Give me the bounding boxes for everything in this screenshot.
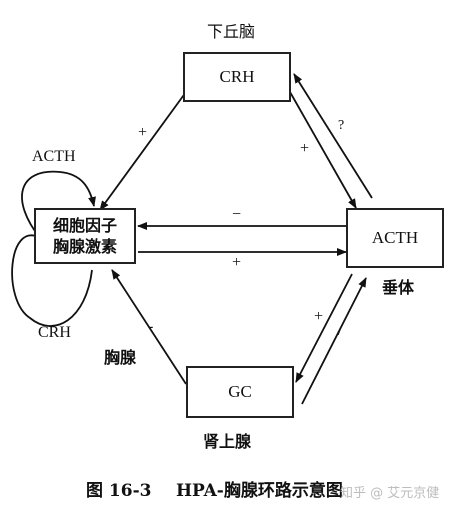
thymus-box: 细胞因子 胸腺激素	[34, 208, 136, 264]
adrenal-box: GC	[186, 366, 294, 418]
sign-hypothalamus-to-pituitary: +	[300, 140, 310, 157]
pituitary-label: 垂体	[382, 278, 415, 297]
arrow-adrenal-to-pituitary	[301, 277, 367, 405]
loop-label-acth: ACTH	[32, 148, 76, 165]
pituitary-box: ACTH	[346, 208, 444, 268]
sign-adrenal-to-pituitary: /	[338, 324, 342, 339]
figure-title: HPA-胸腺环路示意图	[176, 481, 343, 501]
sign-pituitary-to-thymus: −	[232, 206, 242, 223]
sign-hypothalamus-to-thymus: +	[138, 124, 148, 141]
watermark: 知乎 @ 艾元京健	[340, 486, 440, 501]
hypothalamus-label: 下丘脑	[207, 22, 256, 41]
sign-adrenal-to-thymus: -	[148, 318, 154, 335]
thymus-self-loop	[11, 234, 93, 327]
hypothalamus-hormone: CRH	[219, 67, 255, 86]
adrenal-hormone: GC	[228, 382, 252, 401]
arrow-adrenal-to-thymus	[111, 269, 187, 385]
thymus-line-1: 细胞因子	[52, 216, 117, 235]
thymus-self-loop-top	[21, 170, 96, 239]
adrenal-label: 肾上腺	[203, 432, 252, 451]
sign-pituitary-to-adrenal: +	[314, 308, 324, 325]
thymus-label: 胸腺	[104, 348, 137, 367]
arrow-hypothalamus-to-thymus	[99, 91, 187, 211]
pituitary-hormone: ACTH	[371, 228, 419, 247]
sign-pituitary-to-hypothalamus: ?	[338, 118, 345, 133]
thymus-line-2: 胸腺激素	[52, 237, 117, 256]
loop-label-crh: CRH	[38, 324, 71, 341]
arrow-hypothalamus-to-pituitary	[289, 91, 357, 209]
arrow-pituitary-to-adrenal	[295, 273, 353, 383]
hypothalamus-box: CRH	[183, 52, 291, 102]
arrow-pituitary-to-hypothalamus	[293, 73, 373, 199]
figure-number: 图 16-3	[86, 481, 152, 501]
sign-thymus-to-pituitary: +	[232, 254, 242, 271]
